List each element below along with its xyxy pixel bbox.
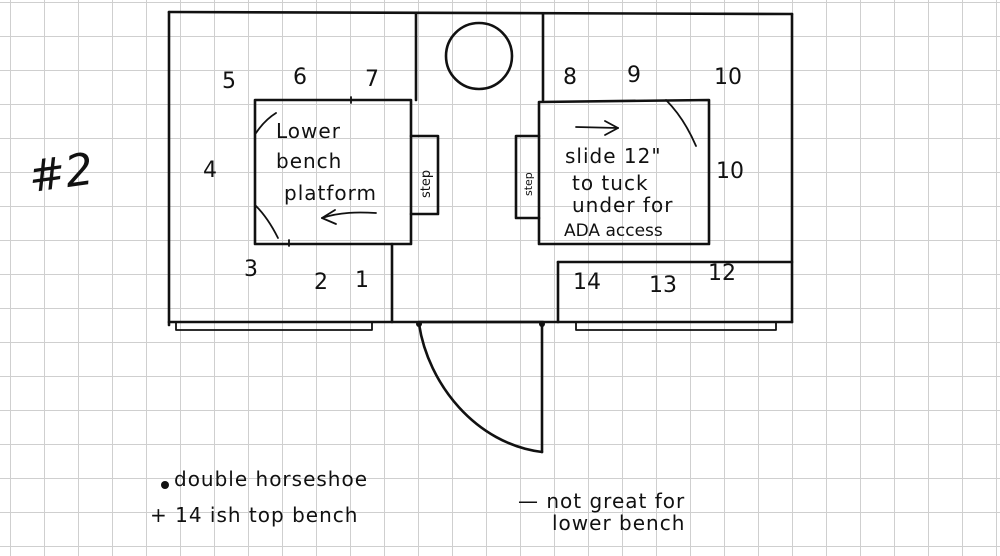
seat-number-1: 1 <box>355 268 369 293</box>
left-platform-line-3: platform <box>284 181 377 205</box>
note-bullet-2: + 14 ish top bench <box>150 503 358 527</box>
entry-door <box>416 320 545 454</box>
left-step <box>409 134 440 216</box>
right-platform-line-1: slide 12" <box>565 144 662 168</box>
seat-number-6: 6 <box>293 65 307 90</box>
seat-number-10-right: 10 <box>716 159 744 184</box>
left-platform-line-1: Lower <box>276 119 341 143</box>
entry-corridor-walls <box>390 12 794 324</box>
plan-number-label: #2 <box>25 144 96 204</box>
seat-number-5: 5 <box>222 69 236 94</box>
left-bench-platform <box>253 96 413 247</box>
bottom-bench-strips <box>175 321 777 331</box>
seat-number-12: 12 <box>708 261 736 286</box>
seat-number-3: 3 <box>244 257 258 282</box>
seat-number-10-top: 10 <box>714 65 742 90</box>
seat-number-4: 4 <box>203 158 217 183</box>
bullet-dot <box>161 481 169 489</box>
left-step-label: step <box>419 170 434 198</box>
right-platform-line-2: to tuck <box>572 171 649 195</box>
heater-circle <box>444 21 514 91</box>
note-minus-line-2: lower bench <box>552 511 685 535</box>
seat-number-13: 13 <box>649 273 677 298</box>
outer-walls <box>167 10 794 327</box>
seat-number-2: 2 <box>314 270 328 295</box>
right-platform-line-3: under for <box>572 193 673 217</box>
seat-number-8: 8 <box>563 65 577 90</box>
right-bench-platform <box>537 98 711 246</box>
note-minus-line-1: — not great for <box>518 489 685 513</box>
seat-number-7: 7 <box>365 67 379 92</box>
seat-number-9: 9 <box>627 63 641 88</box>
note-bullet-1: double horseshoe <box>174 467 368 491</box>
right-step-label: step <box>522 172 535 196</box>
right-platform-line-4: ADA access <box>564 221 663 241</box>
right-step <box>514 134 541 220</box>
left-platform-line-2: bench <box>276 149 342 173</box>
seat-number-14: 14 <box>573 270 601 295</box>
